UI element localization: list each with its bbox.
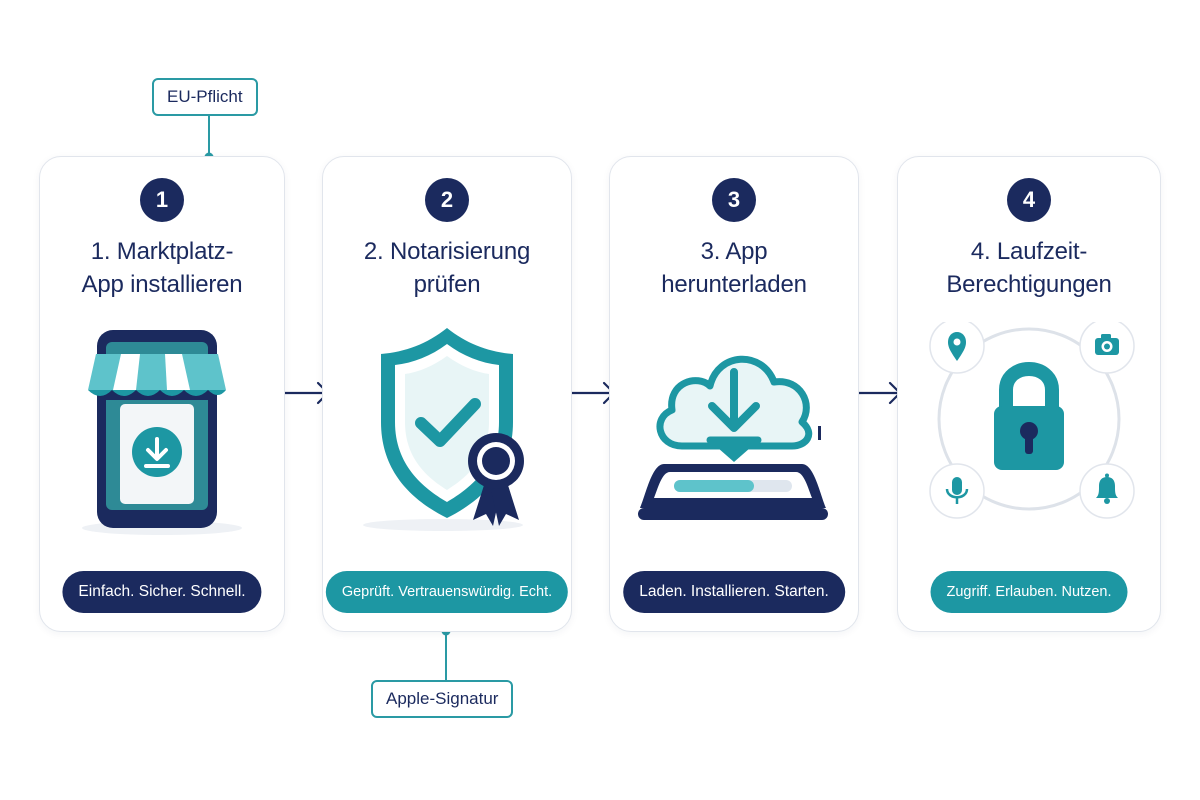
step-card-4: 4 4. Laufzeit- Berechtigungen [897,156,1161,632]
step-title-line: Berechtigungen [946,271,1112,298]
step-number-badge: 4 [1007,178,1051,222]
eu-leader-line [204,116,214,162]
cloud-download-icon [656,355,821,462]
microphone-icon [929,463,985,519]
step-number-badge: 3 [712,178,756,222]
arrow-3-to-4 [854,381,902,405]
step-tagline: Zugriff. Erlauben. Nutzen. [930,571,1128,613]
step-number-badge: 2 [425,178,469,222]
step-card-1: 1 1. Marktplatz- App installieren [39,156,285,632]
step-title: 1. Marktplatz- App installieren [50,235,274,301]
step-title: 3. App herunterladen [620,235,848,301]
step-title: 4. Laufzeit- Berechtigungen [908,235,1150,301]
step-title-line: 3. App [700,238,768,265]
download-icon [132,427,182,477]
step-title: 2. Notarisierung prüfen [333,235,561,301]
laptop-progress-icon [638,464,828,520]
step-card-3: 3 3. App herunterladen Laden. Installier… [609,156,859,632]
step-title-line: 1. Marktplatz- [90,238,234,265]
step-tagline: Geprüft. Vertrauenswürdig. Echt. [325,571,569,613]
notarization-illustration [363,328,524,531]
step-title-line: herunterladen [661,271,807,298]
apple-leader-line [441,626,451,680]
store-awning-icon [88,354,226,400]
step-tagline: Laden. Installieren. Starten. [623,571,845,613]
step-title-line: 2. Notarisierung [363,238,531,265]
step-title-line: prüfen [413,271,481,298]
bell-icon [1079,463,1135,519]
marketplace-illustration [82,330,242,535]
step-title-line: App installieren [81,271,243,298]
permissions-illustration [929,322,1135,519]
award-ribbon-icon [468,433,524,526]
camera-icon [1079,322,1135,374]
eu-requirement-tag: EU-Pflicht [152,78,258,116]
download-illustration [638,355,828,520]
location-pin-icon [929,322,985,374]
step-title-line: 4. Laufzeit- [970,238,1088,265]
step-tagline: Einfach. Sicher. Schnell. [62,571,262,613]
apple-signature-tag: Apple-Signatur [371,680,514,718]
padlock-icon [994,362,1064,470]
step-card-2: 2 2. Notarisierung prüfen Geprüft. Vertr… [322,156,572,632]
step-number-badge: 1 [140,178,184,222]
arrow-2-to-3 [568,381,616,405]
